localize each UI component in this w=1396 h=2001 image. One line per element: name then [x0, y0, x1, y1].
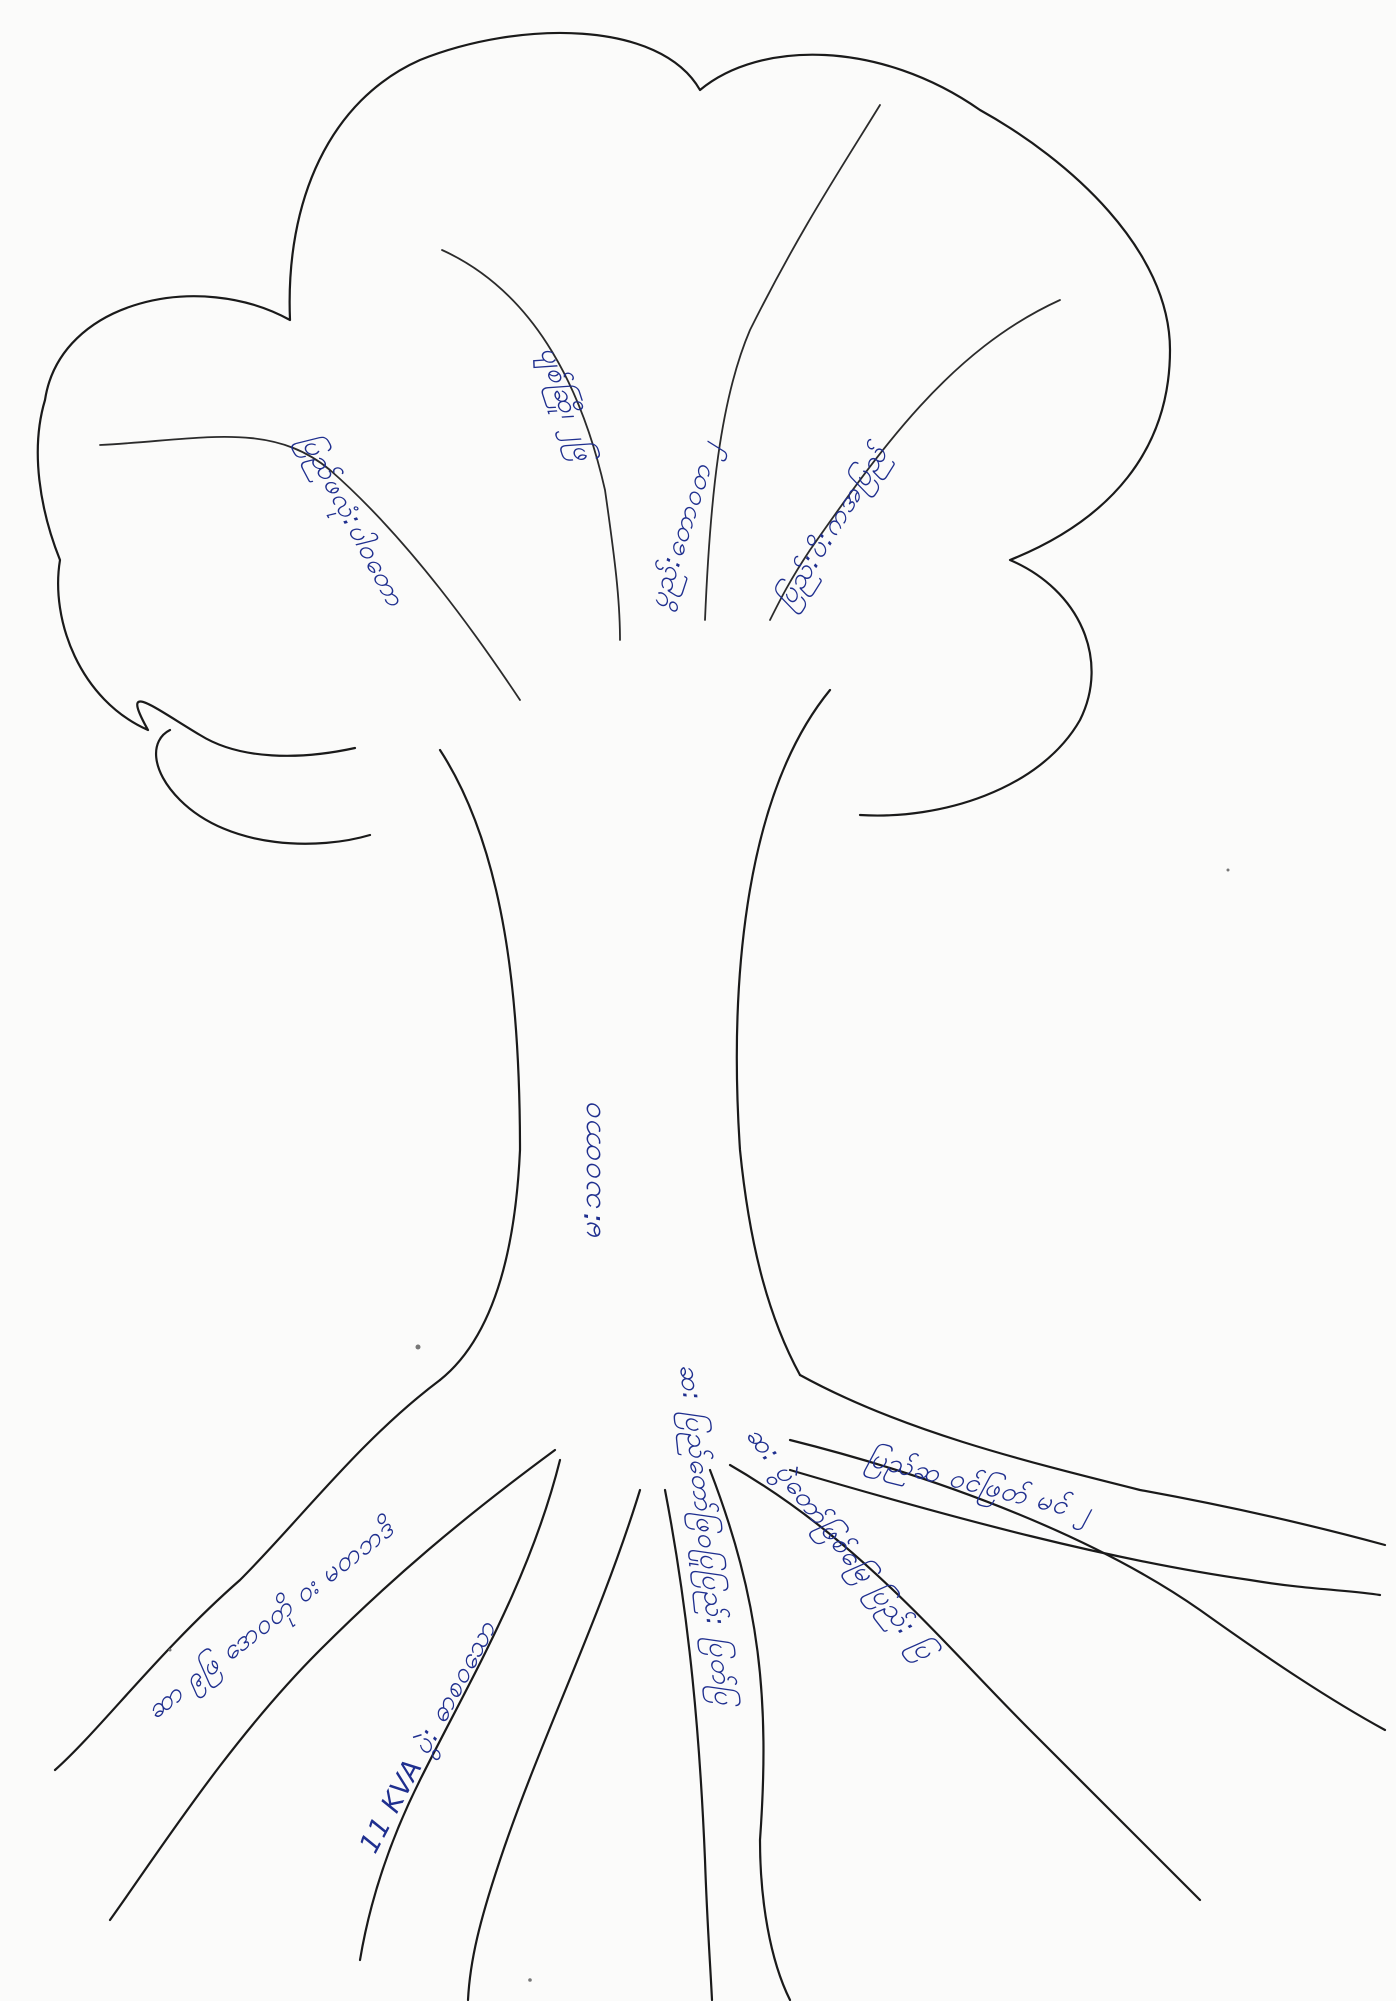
trunk-left-edge: [440, 750, 520, 1380]
branch-label-1: ပြည်ဖလုံ:ပါ၀တော: [289, 428, 412, 615]
branch-label-1-group: ပြည်ဖလုံ:ပါ၀တော: [289, 428, 412, 615]
root-1-outline-upper: [55, 1380, 440, 1770]
branch-label-3-group: ပွည်:တော၀တ ၂: [642, 436, 730, 613]
root-label-3-group: ဆ: ပြည်တော်ဖြ၀ပြုပြည်: ပြတ်ပြ: [668, 1362, 742, 1710]
branch-label-4-group: ပြည်:ပိ:ကအပြည်: [768, 436, 900, 616]
branch-line-1: [100, 437, 520, 700]
pen-speck: [169, 1649, 172, 1652]
root-label-1: ဆာ ၉ဖြ ဒော၀တို ၀း မတဘဒိ: [139, 1510, 405, 1730]
branch-label-2-group: ပျစ်ဆြို၊ ၂ဖြ: [529, 342, 603, 469]
trunk-label: မ:သ၀တာ၀: [573, 1102, 608, 1240]
trunk-label-group: မ:သ၀တာ၀: [573, 1102, 608, 1240]
root-label-2: 11 KVA ပွဲ: ဓာစ၀သော: [354, 1615, 507, 1860]
pen-speck: [528, 1978, 532, 1982]
root-label-2-group: 11 KVA ပွဲ: ဓာစ၀သော: [354, 1615, 507, 1860]
trunk-right-edge: [737, 690, 830, 1375]
canopy-left-curl: [156, 730, 370, 844]
pen-speck: [416, 1345, 421, 1350]
branch-label-4: ပြည်:ပိ:ကအပြည်: [768, 436, 900, 616]
root-4-outline-upper: [730, 1465, 1200, 1900]
branch-label-2: ပျစ်ဆြို၊ ၂ဖြ: [529, 342, 603, 469]
root-label-5-group: ပြည်ဆ ဝင်ဖြတ် မင် ၂: [862, 1440, 1096, 1533]
root-2-outline-lower: [468, 1490, 640, 2000]
root-label-1-group: ဆာ ၉ဖြ ဒော၀တို ၀း မတဘဒိ: [139, 1510, 405, 1730]
root-label-3: ဆ: ပြည်တော်ဖြ၀ပြုပြည်: ပြတ်ပြ: [668, 1362, 742, 1710]
root-label-5: ပြည်ဆ ဝင်ဖြတ် မင် ၂: [862, 1440, 1096, 1533]
pen-speck: [1227, 869, 1230, 872]
branch-label-3: ပွည်:တော၀တ ၂: [642, 436, 730, 613]
branch-line-3: [705, 105, 880, 620]
canopy-outline: [38, 33, 1170, 816]
